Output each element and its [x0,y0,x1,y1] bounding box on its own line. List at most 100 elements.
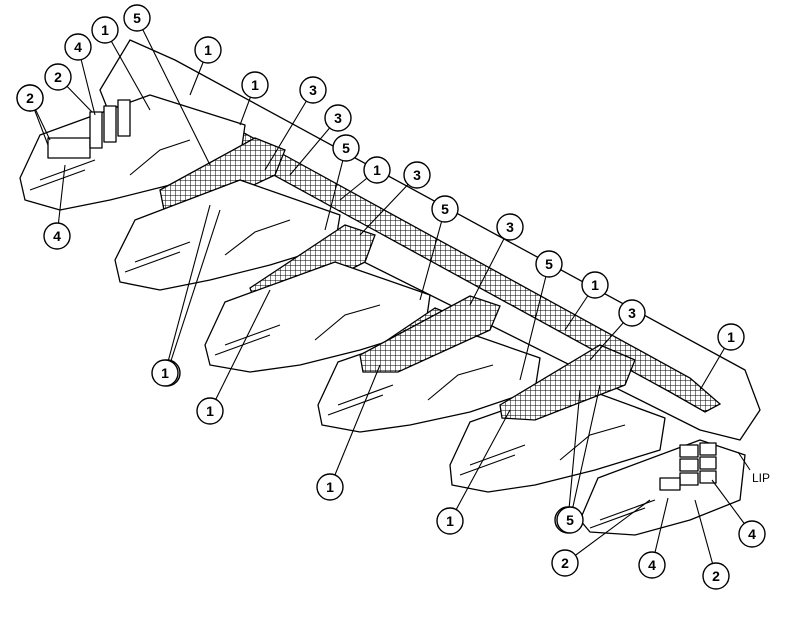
callout-2: 2 [551,549,579,577]
callout-circle [196,397,224,425]
callout-circle [64,33,92,61]
callout-number: 1 [727,329,735,345]
callout-circle [363,156,391,184]
tooth-1 [19,94,286,216]
callout-circle [535,250,563,278]
callout-leader-3 [359,174,418,236]
callout-1: 1 [316,473,344,501]
callout-leader-1 [166,209,221,374]
callout-leader-5 [569,384,601,521]
callout-3: 3 [496,213,524,241]
callout-number: 4 [53,228,61,244]
callout-circle [91,16,119,44]
callout-circle [638,551,666,579]
callout-circle [43,222,71,250]
callout-number: 2 [54,69,62,85]
tooth-5 [449,344,666,493]
callout-leader-3 [469,226,511,306]
callout-number: 2 [26,90,34,106]
callout-leader-5 [519,263,550,381]
callout-1: 1 [717,323,745,351]
callout-3: 3 [299,76,327,104]
callout-number: 1 [206,403,214,419]
callout-circle [431,195,459,223]
callout-number: 1 [446,513,454,529]
callout-number: 1 [326,479,334,495]
callout-circle [332,134,360,162]
tooth-6 [579,439,746,536]
callout-5: 5 [123,4,151,32]
callout-1: 1 [196,397,224,425]
callout-leader-1 [329,364,381,488]
callout-circle [151,359,179,387]
callout-5: 5 [556,506,584,534]
callout-circle [44,63,72,91]
callout-5: 5 [431,195,459,223]
callout-1: 1 [151,359,179,387]
callout-circle [403,161,431,189]
callout-4: 4 [738,520,766,548]
callout-number: 5 [441,201,449,217]
callout-leader-1 [104,29,151,111]
callout-number: 5 [545,256,553,272]
callout-1: 1 [436,507,464,535]
callout-circle [581,271,609,299]
callout-leader-5 [567,389,581,521]
callout-number: 3 [334,110,342,126]
callout-1: 1 [241,71,269,99]
callout-number: 4 [748,526,756,542]
callout-circle [241,71,269,99]
callout-4: 4 [43,222,71,250]
callout-3: 3 [324,104,352,132]
callout-number: 5 [133,10,141,26]
callout-number: 3 [628,305,636,321]
callout-circle [194,36,222,64]
callout-circle [738,520,766,548]
callout-3: 3 [618,299,646,327]
lip-leader [737,451,751,471]
callout-circle [556,506,584,534]
callout-number: 5 [566,512,574,528]
callout-number: 3 [506,219,514,235]
callout-number: 5 [342,140,350,156]
callout-3: 3 [403,161,431,189]
callout-number: 1 [204,42,212,58]
callout-leader-3 [264,89,314,171]
callout-circle [299,76,327,104]
callout-4: 4 [64,33,92,61]
callout-circle [436,507,464,535]
callout-number: 1 [373,162,381,178]
callout-1: 1 [91,16,119,44]
callout-leader-5 [419,208,446,301]
callout-number: 2 [712,568,720,584]
callout-number: 3 [309,82,317,98]
callout-number: 1 [251,77,259,93]
callout-2: 2 [16,84,44,112]
callout-labels: 1111111111122222333334444555555 [16,4,766,590]
callout-leader-5 [136,17,211,166]
callout-1: 1 [363,156,391,184]
callout-number: 3 [413,167,421,183]
callout-2: 2 [44,63,72,91]
callout-circle [618,299,646,327]
callout-leader-1 [449,409,511,522]
callout-circle [316,473,344,501]
callout-circle [551,549,579,577]
callout-5: 5 [535,250,563,278]
callout-number: 1 [591,277,599,293]
callout-1: 1 [581,271,609,299]
callout-circle [702,562,730,590]
lip-label: LIP [752,471,770,485]
callout-leader-5 [324,147,347,231]
callout-circle [123,4,151,32]
callout-number: 4 [74,39,82,55]
callout-number: 4 [648,557,656,573]
callout-number: 1 [161,365,169,381]
callout-leader-1 [209,289,271,412]
callout-number: 1 [101,22,109,38]
callout-2: 2 [702,562,730,590]
tooth-4 [317,295,541,433]
callout-4: 4 [638,551,666,579]
callout-circle [717,323,745,351]
